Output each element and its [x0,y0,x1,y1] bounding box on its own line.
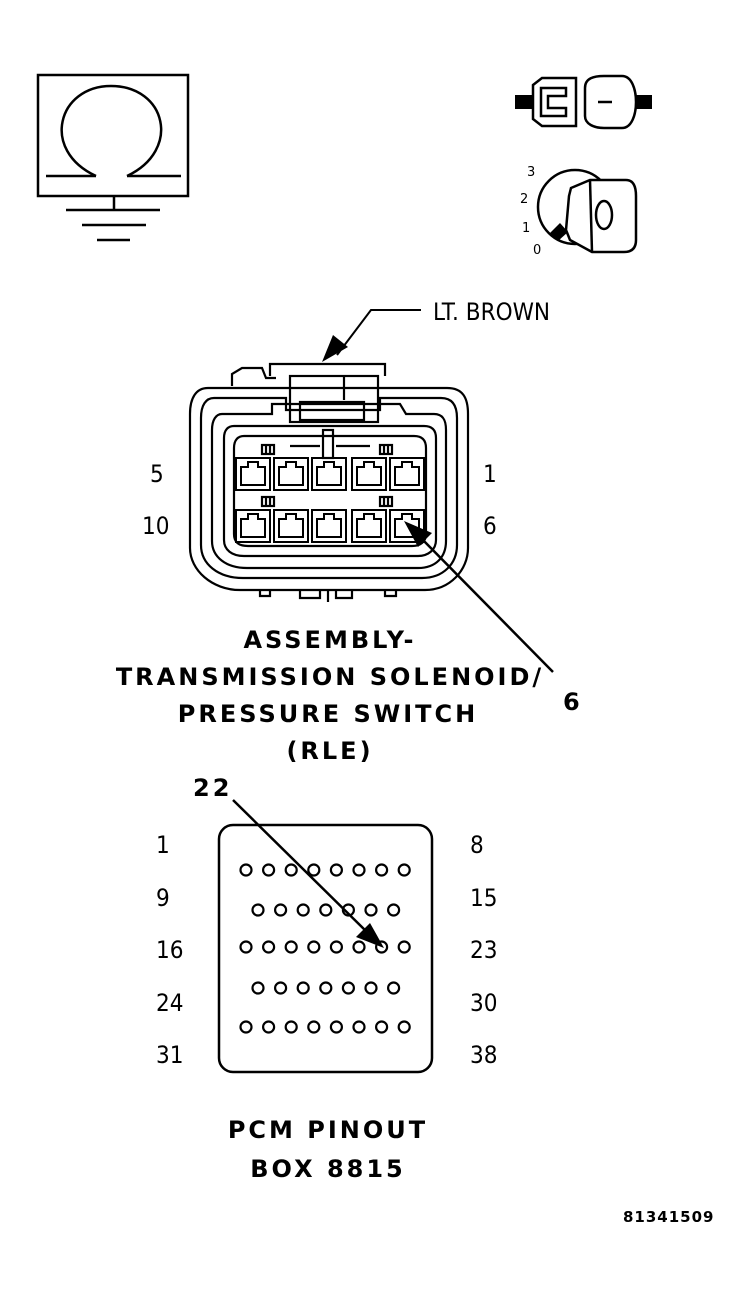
pcm-row-label-24: 24 [156,989,183,1017]
pcm-pin [341,981,355,995]
pcm-title-line-1: PCM PINOUT [228,1116,428,1144]
pcm-pin [319,903,333,917]
pcm-row-label-31: 31 [156,1041,183,1069]
figure-id: 81341509 [623,1208,715,1226]
pcm-left-labels: 1 9 16 24 31 [156,831,183,1069]
connector-title-line-4: (RLE) [286,737,373,765]
pcm-pin [251,903,265,917]
pcm-pin [352,1020,366,1034]
ignition-position-0: 0 [533,243,541,258]
terminal-cavity [311,509,347,543]
pcm-pin-22-leader [232,799,371,936]
pcm-row-label-23: 23 [470,936,497,964]
terminal-cavity [389,509,425,543]
connector-title-line-3: PRESSURE SWITCH [178,700,478,728]
pcm-pin [296,981,310,995]
ohmmeter-icon [36,73,190,242]
pcm-pin [307,940,321,954]
pcm-pin [397,1020,411,1034]
pcm-pin [319,981,333,995]
pcm-pin [296,903,310,917]
connector-title-line-1: ASSEMBLY- [243,626,416,654]
terminal-cavity [235,509,271,543]
terminal-cavity [351,509,387,543]
pcm-pin [364,903,378,917]
pcm-row-label-9: 9 [156,884,170,912]
pcm-callout-label: 22 [193,774,232,802]
pcm-pin [364,981,378,995]
disconnected-connector-icon [515,74,652,130]
pcm-row-label-30: 30 [470,989,497,1017]
terminal-cavity [273,509,309,543]
wire-color-label: LT. BROWN [433,298,550,326]
pcm-pin [262,940,276,954]
pcm-pin [387,981,401,995]
pcm-pin [239,940,253,954]
pcm-pin [262,863,276,877]
pcm-pin [284,940,298,954]
connector-pin-10-label: 10 [142,512,169,540]
terminal-cavity [273,457,309,491]
pcm-pin [397,940,411,954]
pcm-row-label-8: 8 [470,831,484,859]
pcm-title-line-2: BOX 8815 [250,1155,406,1183]
connector-pin-6-label: 6 [483,512,497,540]
pcm-pin [274,903,288,917]
pcm-pin [274,981,288,995]
terminal-cavity [351,457,387,491]
pcm-row-label-15: 15 [470,884,497,912]
pcm-pin [375,1020,389,1034]
pcm-pin [284,1020,298,1034]
pcm-row-label-16: 16 [156,936,183,964]
cavity-6-leader [419,536,554,673]
terminal-cavity [235,457,271,491]
solenoid-connector [188,362,470,602]
pcm-pin [375,863,389,877]
ignition-position-3: 3 [527,165,535,180]
pcm-right-labels: 8 15 23 30 38 [470,831,497,1069]
pcm-pin [251,981,265,995]
connector-title: ASSEMBLY- TRANSMISSION SOLENOID/ PRESSUR… [116,626,544,765]
ignition-switch-icon: 3 2 1 0 [520,165,638,258]
connector-pin-1-label: 1 [483,460,497,488]
pcm-pin [239,863,253,877]
pcm-pinout-box [217,823,434,1074]
cavity-callout-label: 6 [563,688,583,716]
terminal-cavity [389,457,425,491]
pcm-pin [307,863,321,877]
wire-color-leader [336,309,421,356]
pcm-row-label-38: 38 [470,1041,497,1069]
pcm-pin [329,863,343,877]
pcm-pin [387,903,401,917]
connector-terminals [235,457,425,543]
pcm-pin [284,863,298,877]
connector-pin-5-label: 5 [150,460,164,488]
pcm-pin [262,1020,276,1034]
pcm-pin [329,940,343,954]
pcm-pin [239,1020,253,1034]
wire-color-arrowhead [322,335,348,362]
pcm-pin-22-arrowhead [356,923,384,948]
ignition-position-2: 2 [520,192,528,207]
pcm-pin [307,1020,321,1034]
connector-title-line-2: TRANSMISSION SOLENOID/ [116,663,544,691]
terminal-cavity [311,457,347,491]
pcm-title: PCM PINOUT BOX 8815 [228,1116,428,1183]
ignition-position-1: 1 [522,221,530,236]
pcm-pin [352,940,366,954]
pcm-pin [329,1020,343,1034]
pcm-pin [397,863,411,877]
pcm-row-label-1: 1 [156,831,170,859]
cavity-6-arrowhead [404,521,432,547]
pcm-pins [239,863,411,1034]
pcm-pin [352,863,366,877]
